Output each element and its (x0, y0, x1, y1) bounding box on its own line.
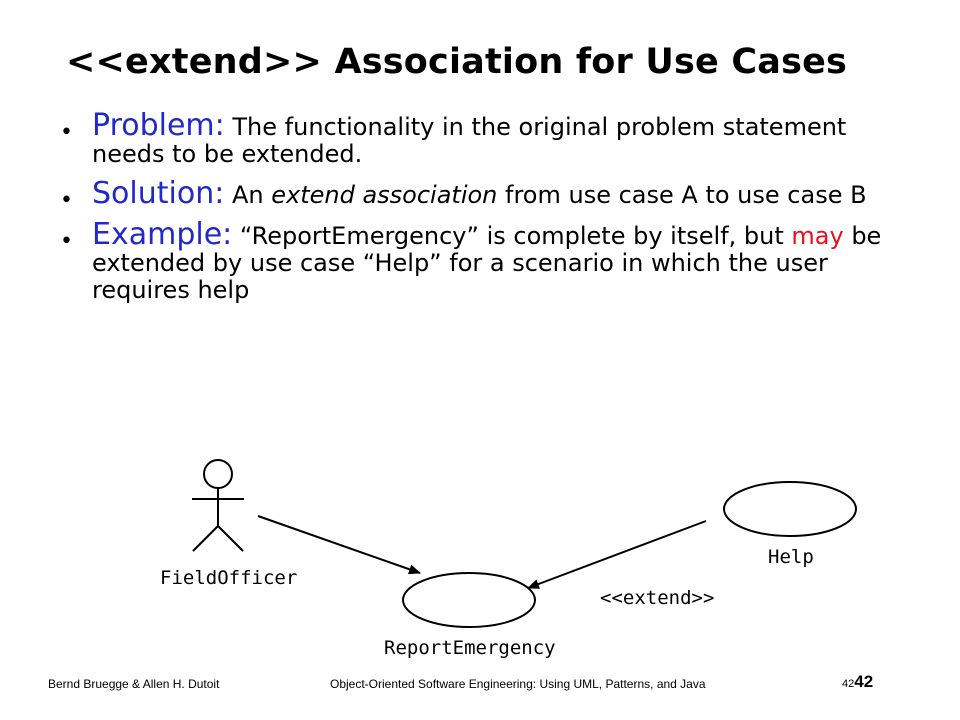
footer-book-title: Object-Oriented Software Engineering: Us… (330, 677, 706, 691)
actor-label: FieldOfficer (160, 567, 297, 589)
use-case-report-label: ReportEmergency (384, 637, 556, 659)
bullet-dot: • (60, 120, 73, 145)
page-number-small: 42 (842, 678, 855, 690)
bullet-text: The functionality in the original proble… (92, 113, 847, 168)
extend-arrow (527, 520, 707, 589)
bullet-dot: • (60, 229, 73, 254)
extend-stereotype-label: <<extend>> (600, 587, 714, 609)
bullet-dot: • (60, 188, 73, 213)
bullet-lead: Problem: (92, 108, 225, 143)
bullet-example: • Example: “ReportEmergency” is complete… (60, 220, 920, 304)
bullet-list: • Problem: The functionality in the orig… (60, 111, 920, 316)
bullet-problem: • Problem: The functionality in the orig… (60, 111, 920, 168)
actor-left-leg (192, 525, 219, 552)
bullet-solution: • Solution: An extend association from u… (60, 179, 920, 214)
bullet-emphasis: extend association (271, 181, 498, 209)
use-case-help-label: Help (768, 546, 814, 568)
actor-figure (192, 459, 244, 552)
actor-right-leg (217, 525, 244, 552)
use-case-report-ellipse (402, 572, 536, 628)
actor-head (203, 459, 233, 489)
bullet-text: An (224, 181, 272, 209)
bullet-text: “ReportEmergency” is complete by itself,… (232, 222, 792, 250)
association-arrow (257, 515, 421, 575)
bullet-lead: Solution: (92, 176, 225, 211)
bullet-text: from use case A to use case B (497, 181, 867, 209)
bullet-lead: Example: (92, 217, 233, 252)
footer-authors: Bernd Bruegge & Allen H. Dutoit (48, 677, 220, 691)
slide-title: <<extend>> Association for Use Cases (66, 42, 848, 82)
page-number: 4242 (842, 672, 873, 692)
use-case-help-ellipse (723, 481, 857, 537)
bullet-highlight: may (791, 222, 844, 250)
bullet-text: be extended by use case “Help” for a sce… (92, 222, 882, 304)
page-number-large: 42 (854, 672, 874, 691)
